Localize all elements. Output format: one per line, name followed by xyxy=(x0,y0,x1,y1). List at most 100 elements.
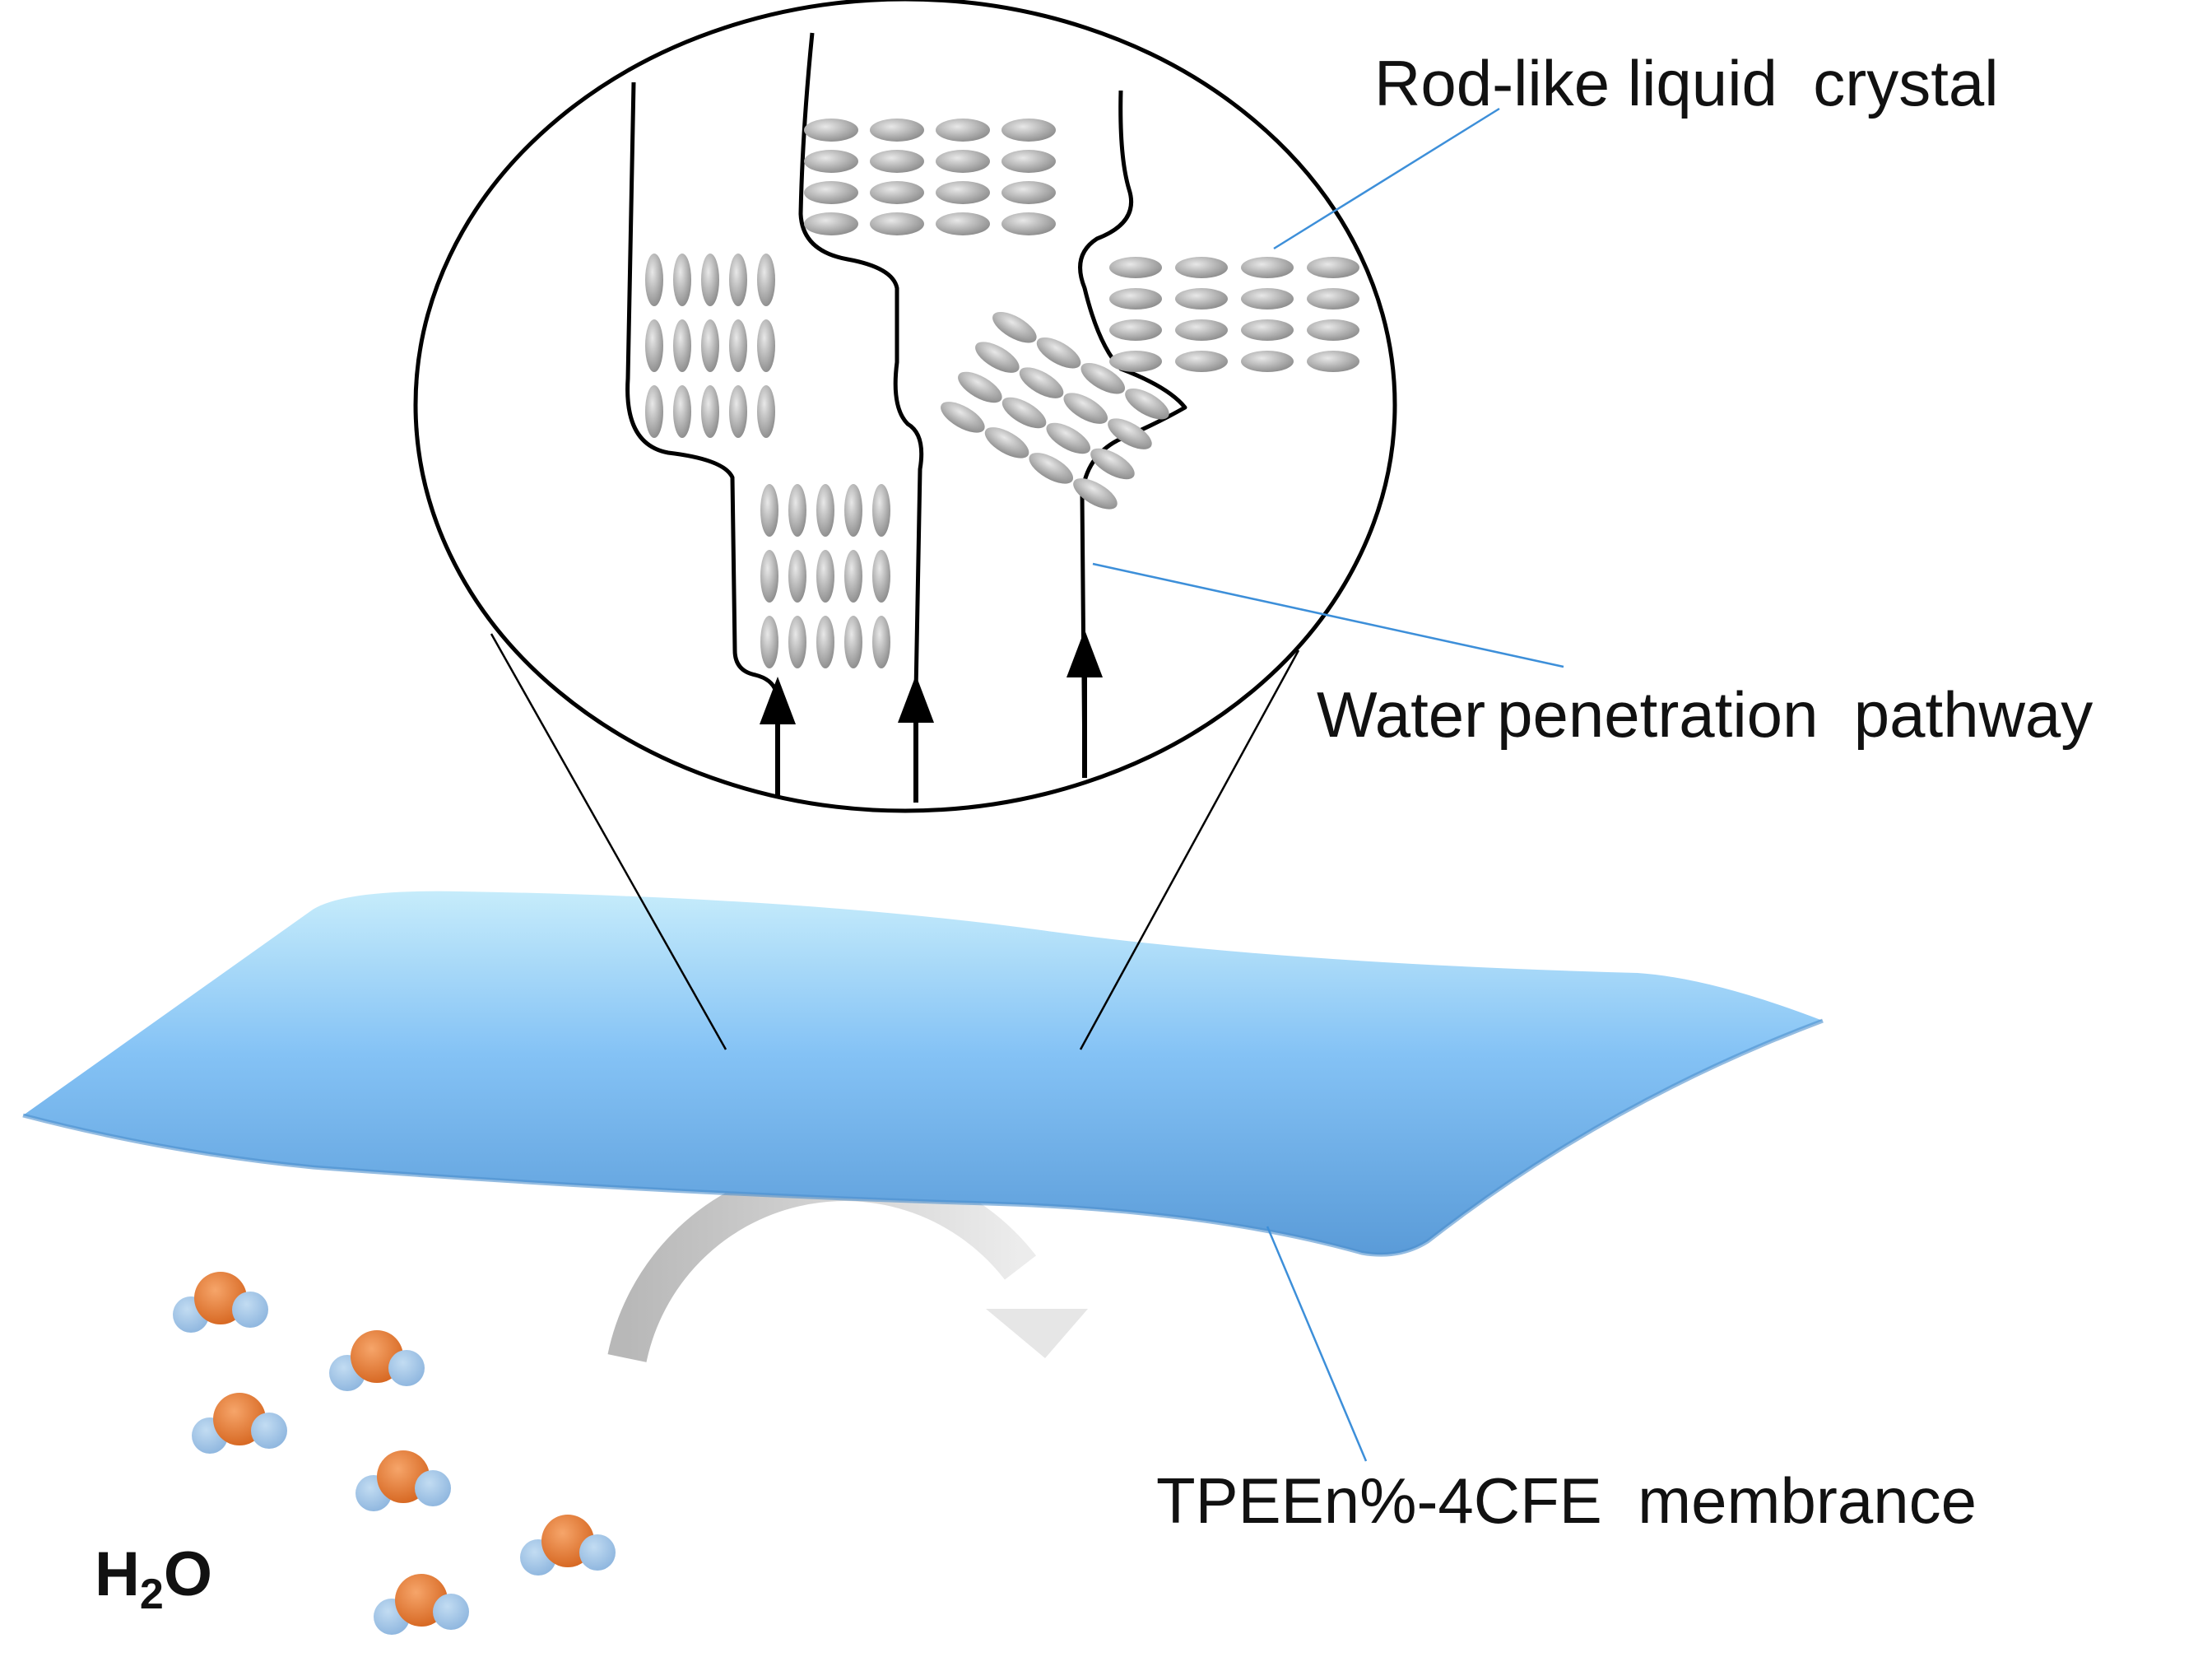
rod-icon xyxy=(870,119,924,142)
water-formula-label: H2O xyxy=(95,1539,212,1618)
rod-icon xyxy=(1029,453,1074,484)
rod-icon xyxy=(1175,288,1228,310)
membrane-label: TPEEn%-4CFE membrance xyxy=(1156,1464,1977,1537)
hydrogen-atom xyxy=(415,1470,451,1506)
rod-domain xyxy=(760,484,890,668)
rod-icon xyxy=(872,484,890,537)
rod-icon xyxy=(804,119,858,142)
rod-icon xyxy=(1241,288,1294,310)
rod-icon xyxy=(1036,337,1081,369)
rod-icon xyxy=(1109,257,1162,278)
rod-icon xyxy=(788,550,806,603)
zoom-line-left xyxy=(490,633,727,1050)
rod-domain xyxy=(804,119,1056,235)
rod-icon xyxy=(804,150,858,173)
rod-icon xyxy=(1241,319,1294,341)
rod-icon xyxy=(1001,397,1047,429)
rod-like-label: Rod-like liquid crystal xyxy=(1374,47,1999,119)
up-arrow-icon xyxy=(760,677,796,724)
rod-icon xyxy=(1001,181,1056,204)
rod-icon xyxy=(1175,257,1228,278)
rod-icon xyxy=(870,181,924,204)
rod-icon xyxy=(844,484,862,537)
rod-icon xyxy=(1307,351,1359,372)
up-arrow-icon xyxy=(898,675,934,723)
rod-icon xyxy=(1073,478,1118,510)
rod-icon xyxy=(1080,362,1126,394)
rod-icon xyxy=(701,319,719,372)
water-molecule-icon xyxy=(329,1330,425,1391)
rod-icon xyxy=(673,319,691,372)
rod-icon xyxy=(804,181,858,204)
rod-icon xyxy=(760,484,778,537)
liquid-crystal-rods xyxy=(645,119,1359,668)
rod-icon xyxy=(1019,367,1064,398)
pathway-wall-1 xyxy=(625,81,778,692)
leader-membrane xyxy=(1266,1226,1368,1462)
water-molecule-icon xyxy=(173,1272,268,1333)
rod-icon xyxy=(870,212,924,235)
rod-icon xyxy=(1307,319,1359,341)
rod-icon xyxy=(1175,351,1228,372)
rod-icon xyxy=(1063,393,1108,424)
arrow-heads xyxy=(760,630,1103,724)
rod-icon xyxy=(757,319,775,372)
rod-icon xyxy=(673,254,691,306)
rod-icon xyxy=(1090,448,1135,480)
rod-icon xyxy=(1241,351,1294,372)
rod-icon xyxy=(816,550,834,603)
rod-icon xyxy=(1307,288,1359,310)
rod-icon xyxy=(1109,351,1162,372)
hydrogen-atom xyxy=(433,1594,469,1630)
hydrogen-atom xyxy=(388,1350,425,1386)
rod-icon xyxy=(936,150,990,173)
rod-icon xyxy=(760,616,778,668)
rod-icon xyxy=(1001,150,1056,173)
rod-icon xyxy=(936,119,990,142)
rod-icon xyxy=(645,254,663,306)
up-arrow-icon xyxy=(1066,630,1103,677)
rod-icon xyxy=(1108,418,1152,449)
rod-icon xyxy=(1175,319,1228,341)
rod-icon xyxy=(645,319,663,372)
rod-domain xyxy=(645,254,775,438)
leader-lines xyxy=(1092,107,1564,1462)
rod-icon xyxy=(936,212,990,235)
rod-icon xyxy=(1109,288,1162,310)
rod-icon xyxy=(975,342,1020,373)
hydrogen-atom xyxy=(251,1413,287,1449)
leader-pathway xyxy=(1092,562,1564,668)
rod-domain xyxy=(1109,257,1359,372)
rod-icon xyxy=(844,550,862,603)
rod-icon xyxy=(844,616,862,668)
rod-icon xyxy=(673,385,691,438)
rod-icon xyxy=(1241,257,1294,278)
magnified-view xyxy=(413,0,1397,813)
rod-icon xyxy=(984,427,1029,458)
rod-icon xyxy=(729,385,747,438)
water-molecules xyxy=(173,1272,616,1635)
rod-icon xyxy=(788,484,806,537)
rod-icon xyxy=(1109,319,1162,341)
zoom-line-right xyxy=(1079,649,1300,1050)
rod-icon xyxy=(729,254,747,306)
rod-domain xyxy=(941,311,1169,510)
rod-icon xyxy=(958,371,1002,403)
water-molecule-icon xyxy=(356,1450,451,1511)
rod-icon xyxy=(872,550,890,603)
rod-icon xyxy=(936,181,990,204)
rod-icon xyxy=(757,254,775,306)
rod-icon xyxy=(1001,119,1056,142)
water-molecule-icon xyxy=(192,1393,287,1454)
rod-icon xyxy=(804,212,858,235)
rod-icon xyxy=(788,616,806,668)
leader-rod xyxy=(1273,107,1500,250)
rod-icon xyxy=(816,484,834,537)
rod-icon xyxy=(760,550,778,603)
rod-icon xyxy=(1001,212,1056,235)
hydrogen-atom xyxy=(579,1534,616,1571)
rod-icon xyxy=(701,254,719,306)
rod-icon xyxy=(870,150,924,173)
